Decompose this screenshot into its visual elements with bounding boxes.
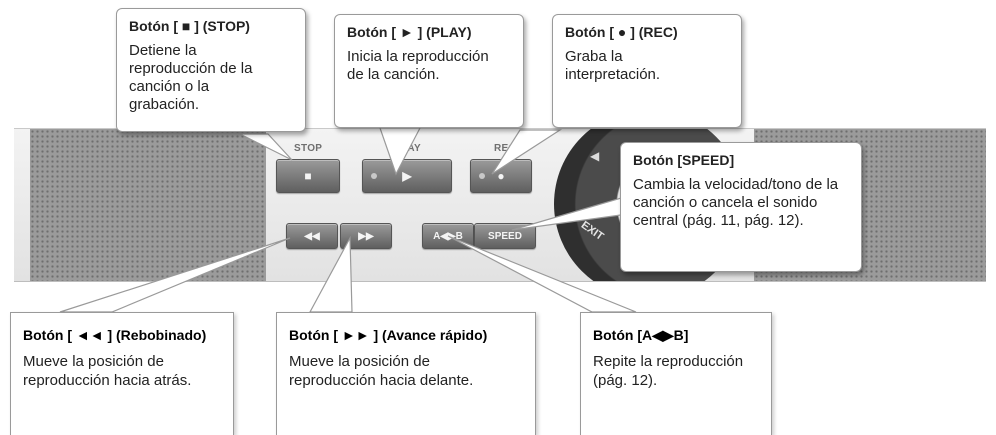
fast-forward-callout-desc: Mueve la posición de reproducción hacia … (289, 353, 474, 389)
rec-callout: Botón [ ● ] (REC) Graba la interpretació… (552, 14, 742, 128)
rewind-leader (59, 237, 291, 313)
play-callout-title: Botón [ ► ] (PLAY) (347, 24, 472, 40)
ab-repeat-callout: Botón [A◀▶B] Repite la reproducción (pág… (580, 312, 772, 435)
fast-forward-icon: ▶▶ (358, 230, 374, 242)
play-led (371, 173, 377, 179)
speed-callout-desc: Cambia la velocidad/tono de la canción o… (633, 176, 839, 229)
rec-leader (491, 129, 563, 175)
play-leader (379, 127, 421, 176)
ab-repeat-leader (447, 235, 637, 313)
speed-callout-title: Botón [SPEED] (633, 152, 735, 168)
play-icon: ▶ (402, 169, 412, 183)
rewind-callout-title: Botón [ ◄◄ ] (Rebobinado) (23, 327, 207, 343)
play-callout-desc: Inicia la reproducción de la canción. (347, 48, 489, 83)
play-button[interactable]: ▶ (362, 159, 452, 193)
stop-button[interactable]: ■ (276, 159, 340, 193)
fast-forward-callout: Botón [ ►► ] (Avance rápido) Mueve la po… (276, 312, 536, 435)
ab-repeat-callout-title: Botón [A◀▶B] (593, 327, 689, 343)
stop-callout-title: Botón [ ■ ] (STOP) (129, 18, 250, 34)
rec-callout-desc: Graba la interpretación. (565, 48, 661, 83)
rec-panel-label: REC (494, 143, 517, 154)
dial-left-arrow-icon: ◀ (590, 149, 600, 163)
speed-label: SPEED (488, 230, 522, 242)
rewind-callout-desc: Mueve la posición de reproducción hacia … (23, 353, 192, 389)
play-callout: Botón [ ► ] (PLAY) Inicia la reproducció… (334, 14, 524, 128)
stop-panel-label: STOP (294, 143, 323, 154)
fast-forward-callout-title: Botón [ ►► ] (Avance rápido) (289, 327, 488, 343)
speaker-grille-left (30, 129, 266, 281)
fast-forward-leader (308, 235, 353, 313)
rewind-button[interactable]: ◀◀ (286, 223, 338, 249)
rec-icon: ● (497, 169, 505, 183)
stop-icon: ■ (304, 169, 312, 183)
stop-callout: Botón [ ■ ] (STOP) Detiene la reproducci… (116, 8, 306, 132)
stop-callout-desc: Detiene la reproducción de la canción o … (129, 42, 253, 113)
rec-led (479, 173, 485, 179)
speed-callout: Botón [SPEED] Cambia la velocidad/tono d… (620, 142, 862, 272)
stop-leader (239, 133, 293, 161)
rec-callout-title: Botón [ ● ] (REC) (565, 24, 678, 40)
ab-repeat-callout-desc: Repite la reproducción (pág. 12). (593, 353, 744, 389)
rewind-icon: ◀◀ (304, 230, 320, 242)
speed-leader (511, 195, 629, 231)
rewind-callout: Botón [ ◄◄ ] (Rebobinado) Mueve la posic… (10, 312, 234, 435)
